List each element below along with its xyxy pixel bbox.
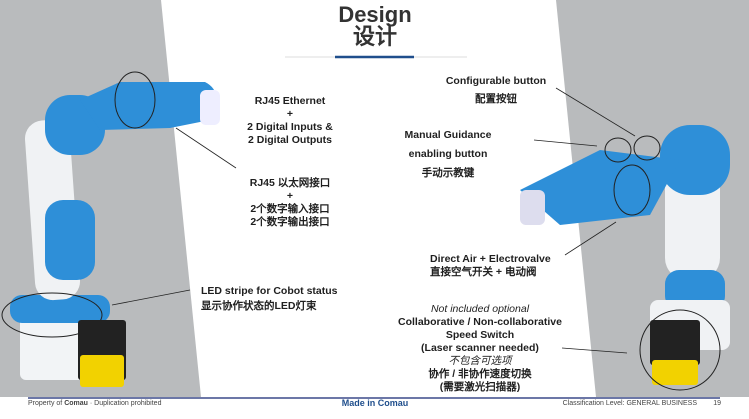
manual-guidance-callout: Manual Guidance enabling button 手动示教键 bbox=[398, 126, 498, 183]
callout-line: + bbox=[286, 190, 294, 202]
callout-line: 2个数字输出接口 bbox=[250, 216, 330, 228]
callout-line: RJ45 以太网接口 bbox=[249, 177, 331, 189]
callout-line: RJ45 Ethernet bbox=[254, 95, 326, 107]
callout-line: Not included optional bbox=[430, 303, 530, 315]
led-callout: LED stripe for Cobot status 显示协作状态的LED灯束 bbox=[201, 284, 338, 314]
footer-text: · Duplication prohibited bbox=[87, 400, 162, 407]
callout-line: 2 Digital Inputs & bbox=[247, 121, 333, 133]
footer-classification: Classification Level: GENERAL BUSINESS bbox=[562, 400, 697, 407]
callout-line: 不包含可选项 bbox=[448, 355, 512, 367]
callout-line: Direct Air + Electrovalve bbox=[430, 253, 551, 265]
callout-line: 配置按钮 bbox=[475, 93, 517, 105]
callout-line: 手动示教键 bbox=[421, 167, 475, 179]
callout-line: 2个数字输入接口 bbox=[250, 203, 330, 215]
callout-line: Collaborative / Non-collaborative bbox=[398, 316, 562, 328]
footer-made-in: Made in Comau bbox=[341, 398, 409, 408]
callout-line: enabling button bbox=[408, 148, 488, 160]
callout-line: + bbox=[286, 108, 294, 120]
callout-line: 2 Digital Outputs bbox=[248, 134, 332, 146]
callout-line: Speed Switch bbox=[445, 329, 515, 341]
callout-line: Configurable button bbox=[445, 75, 547, 87]
callout-line: 显示协作状态的LED灯束 bbox=[201, 300, 317, 312]
config-button-callout: Configurable button 配置按钮 bbox=[440, 72, 552, 108]
page-title: Design 设计 bbox=[300, 4, 450, 48]
callout-line: (需要激光扫描器) bbox=[439, 381, 521, 393]
callout-line: 协作 / 非协作速度切换 bbox=[428, 368, 532, 380]
callout-arrows bbox=[111, 87, 636, 354]
page-number: 19 bbox=[713, 400, 721, 407]
left-robot-image bbox=[1, 71, 220, 387]
callout-line: (Laser scanner needed) bbox=[421, 342, 539, 354]
title-english: Design bbox=[338, 2, 412, 27]
callout-line: Manual Guidance bbox=[404, 129, 492, 141]
rj45-callout: RJ45 Ethernet + 2 Digital Inputs & 2 Dig… bbox=[240, 95, 340, 147]
footer-brand: Comau bbox=[64, 400, 88, 407]
title-chinese: 设计 bbox=[352, 24, 397, 49]
speed-switch-callout: Not included optional Collaborative / No… bbox=[389, 303, 571, 394]
direct-air-callout: Direct Air + Electrovalve 直接空气开关 + 电动阀 bbox=[430, 253, 551, 279]
footer-text: Property of bbox=[28, 400, 65, 407]
callout-line: 直接空气开关 + 电动阀 bbox=[430, 266, 537, 278]
callout-line: LED stripe for Cobot status bbox=[201, 285, 338, 297]
right-robot-image bbox=[520, 125, 730, 391]
rj45-callout-zh: RJ45 以太网接口 + 2个数字输入接口 2个数字输出接口 bbox=[240, 177, 340, 229]
footer-property: Property of Comau · Duplication prohibit… bbox=[28, 400, 161, 407]
